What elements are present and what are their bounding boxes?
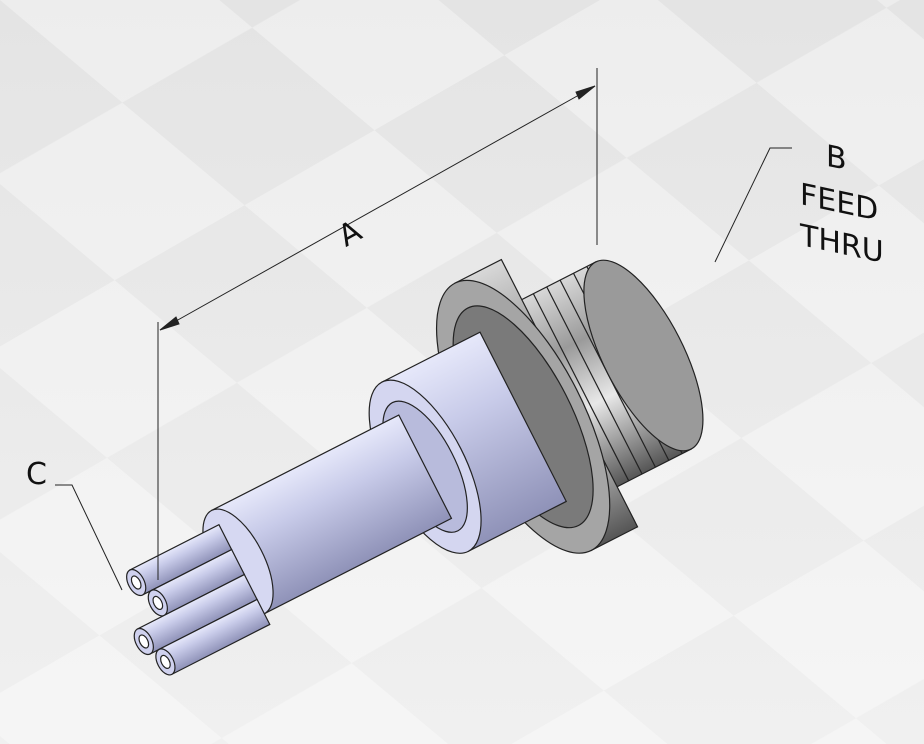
callout-b-leader bbox=[714, 147, 792, 263]
thread bbox=[519, 259, 704, 489]
callout-c-label: C bbox=[26, 457, 47, 492]
callout-c-leader bbox=[55, 484, 123, 591]
callout-b-label: B bbox=[826, 139, 847, 178]
tubes bbox=[126, 523, 271, 676]
dimension-a bbox=[157, 68, 598, 580]
part-model bbox=[126, 258, 704, 676]
